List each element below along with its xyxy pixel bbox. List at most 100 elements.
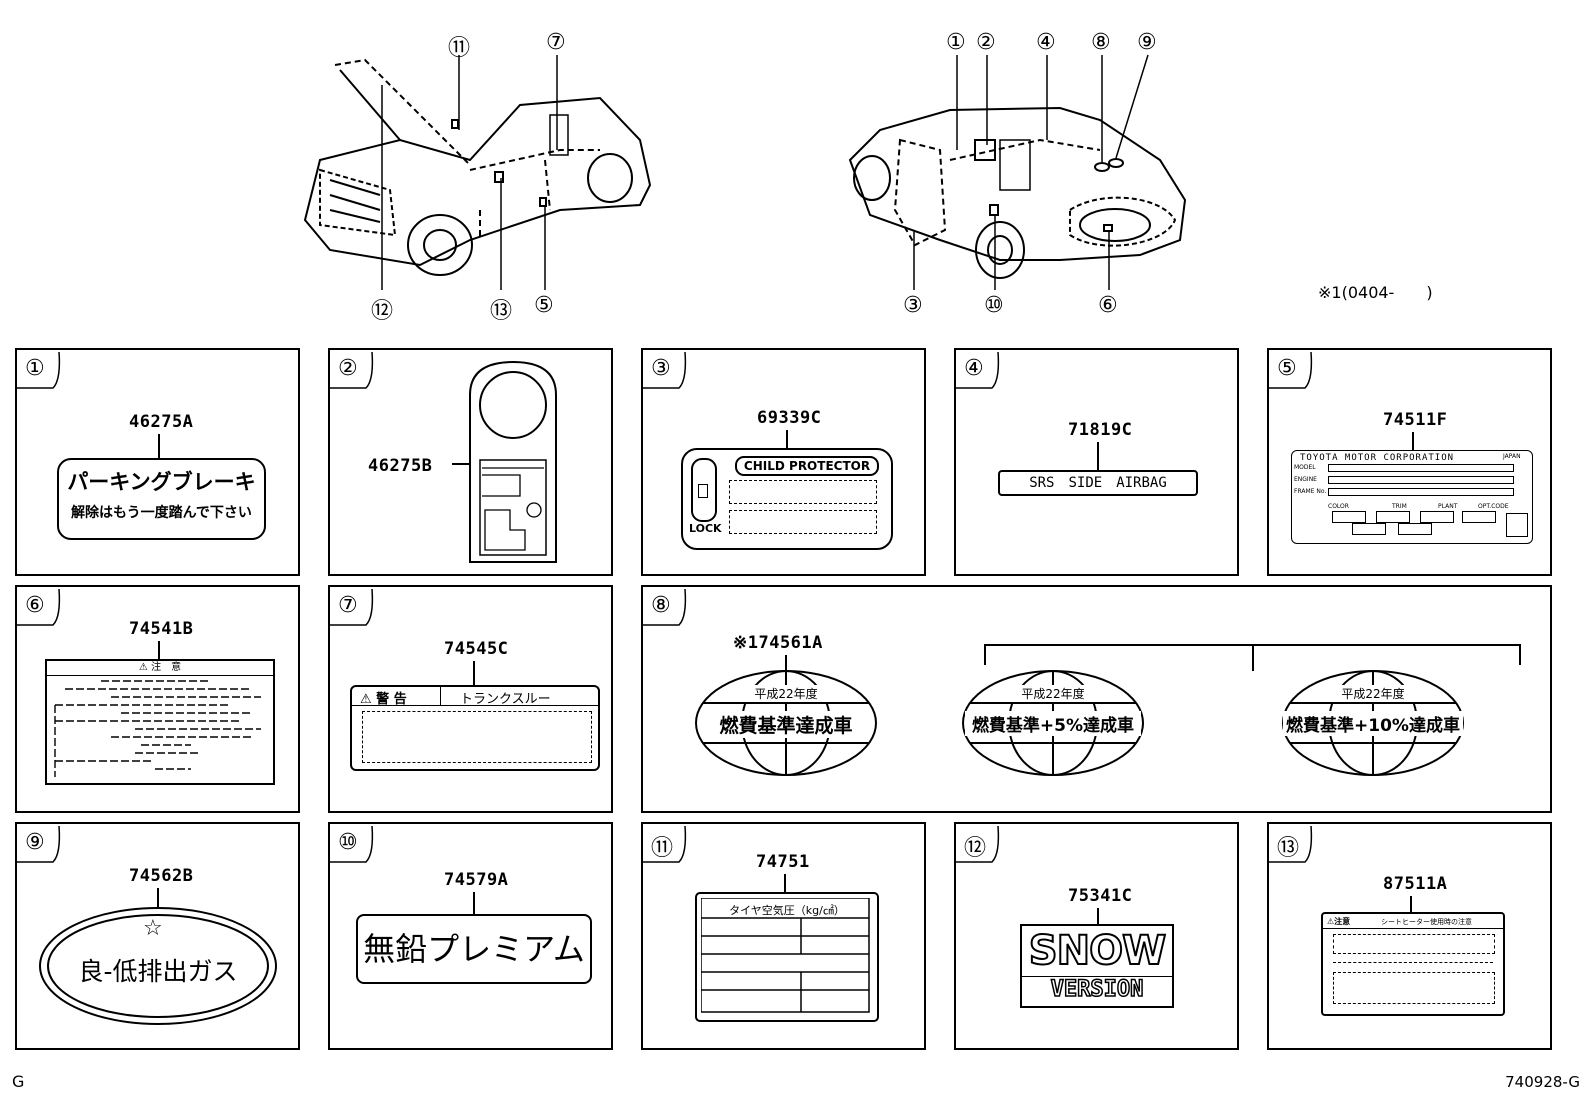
trunk-through-warning-sticker: ⚠ 警 告 トランクスルー bbox=[350, 685, 600, 771]
callout-12: ⑫ bbox=[371, 299, 394, 324]
part-number: 87511A bbox=[1383, 874, 1448, 894]
label-cell-8: ⑧ ※174561A 平成22年度 燃費基準達成車 平成22年度 燃費基準+5%… bbox=[641, 585, 1552, 813]
caution-heading: ⚠ 注 意 bbox=[47, 661, 273, 676]
callout-13: ⑬ bbox=[490, 299, 513, 324]
label-cell-7: ⑦ 74545C ⚠ 警 告 トランクスルー bbox=[328, 585, 613, 813]
globe-year-3: 平成22年度 bbox=[1328, 685, 1418, 702]
part-number: 46275A bbox=[129, 412, 194, 432]
cell-number: ⑩ bbox=[338, 830, 358, 855]
index-tab bbox=[17, 351, 61, 389]
tire-pressure-sticker: タイヤ空気圧（kg/㎠） bbox=[695, 892, 879, 1022]
low-emission-oval bbox=[39, 888, 277, 1025]
label-cell-4: ④ 71819C SRS SIDE AIRBAG bbox=[954, 348, 1239, 576]
srs-side-airbag-sticker: SRS SIDE AIRBAG bbox=[998, 470, 1198, 496]
hang-tag-drawing bbox=[452, 360, 557, 563]
seat-heater-text: シートヒーター使用時の注意 bbox=[1381, 918, 1472, 926]
cell-number: ③ bbox=[651, 356, 671, 381]
plate-trim: TRIM bbox=[1392, 503, 1407, 510]
footer-diagram-id: 740928-G bbox=[1505, 1073, 1580, 1091]
callout-11: ⑪ bbox=[448, 36, 471, 61]
part-number: 74511F bbox=[1383, 410, 1448, 430]
index-tab bbox=[643, 351, 687, 389]
globe-year-2: 平成22年度 bbox=[1008, 685, 1098, 702]
index-tab bbox=[956, 825, 1000, 863]
index-tab bbox=[956, 351, 1000, 389]
cell-number: ⑫ bbox=[964, 836, 987, 861]
vehicle-id-plate: TOYOTA MOTOR CORPORATION JAPAN MODEL ENG… bbox=[1291, 450, 1533, 544]
lock-text: LOCK bbox=[689, 522, 722, 535]
tire-pressure-heading: タイヤ空気圧（kg/㎠） bbox=[729, 904, 845, 917]
callout-8: ⑧ bbox=[1091, 30, 1111, 55]
label-cell-2: ② 46275B bbox=[328, 348, 613, 576]
child-protector-title: CHILD PROTECTOR bbox=[735, 456, 879, 476]
callout-7: ⑦ bbox=[546, 30, 566, 55]
rear-car-drawing bbox=[848, 106, 1187, 279]
callout-4: ④ bbox=[1036, 30, 1056, 55]
part-number: 74541B bbox=[129, 619, 194, 639]
parking-brake-sticker: パーキングブレーキ 解除はもう一度踏んで下さい bbox=[57, 458, 266, 540]
callout-3: ③ bbox=[903, 293, 923, 318]
version-text: VERSION bbox=[1022, 976, 1172, 1003]
label-cell-6: ⑥ 74541B ⚠ 注 意 bbox=[15, 585, 300, 813]
globe-year-1: 平成22年度 bbox=[741, 685, 831, 702]
callout-1: ① bbox=[946, 30, 966, 55]
low-emission-text: 良-低排出ガス bbox=[78, 957, 238, 986]
callout-2: ② bbox=[976, 30, 996, 55]
label-cell-5: ⑤ 74511F TOYOTA MOTOR CORPORATION JAPAN … bbox=[1267, 348, 1552, 576]
callout-9: ⑨ bbox=[1137, 30, 1157, 55]
plate-maker: TOYOTA MOTOR CORPORATION bbox=[1300, 453, 1455, 463]
plate-color: COLOR bbox=[1328, 503, 1349, 510]
cell-number: ⑬ bbox=[1277, 836, 1300, 861]
unleaded-premium-sticker: 無鉛プレミアム bbox=[356, 914, 592, 984]
applicability-note: ※1(0404- ) bbox=[1318, 283, 1433, 302]
part-number: 74545C bbox=[444, 639, 509, 659]
cell-number: ⑤ bbox=[1277, 356, 1297, 381]
plate-opt-code: OPT.CODE bbox=[1478, 503, 1509, 510]
index-tab bbox=[1269, 825, 1313, 863]
callout-6: ⑥ bbox=[1098, 293, 1118, 318]
cell-number: ⑦ bbox=[338, 593, 358, 618]
star-icon: ☆ bbox=[143, 916, 163, 941]
sticker-line-2: 解除はもう一度踏んで下さい bbox=[71, 505, 252, 521]
label-cell-12: ⑫ 75341C SNOW VERSION bbox=[954, 822, 1239, 1050]
snow-version-sticker: SNOW VERSION bbox=[1020, 924, 1174, 1008]
part-number: 69339C bbox=[757, 408, 822, 428]
index-tab bbox=[330, 825, 374, 863]
child-protector-sticker: CHILD PROTECTOR LOCK bbox=[681, 448, 893, 550]
cell-number: ⑪ bbox=[651, 836, 674, 861]
cell-number: ⑥ bbox=[25, 593, 45, 618]
label-cell-11: ⑪ 74751 タイヤ空気圧（kg/㎠） bbox=[641, 822, 926, 1050]
car-illustrations bbox=[303, 54, 1187, 290]
label-cell-9: ⑨ 74562B ☆ 良-低排出ガス bbox=[15, 822, 300, 1050]
part-number: 71819C bbox=[1068, 420, 1133, 440]
label-cell-13: ⑬ 87511A ⚠注意 シートヒーター使用時の注意 bbox=[1267, 822, 1552, 1050]
snow-text: SNOW bbox=[1028, 927, 1167, 975]
label-cell-1: ① 46275A パーキングブレーキ 解除はもう一度踏んで下さい bbox=[15, 348, 300, 576]
caution-sticker-trunk: ⚠ 注 意 bbox=[45, 659, 275, 785]
part-number: 74751 bbox=[756, 852, 810, 872]
plate-plant: PLANT bbox=[1438, 503, 1458, 510]
plate-origin: JAPAN bbox=[1503, 453, 1521, 460]
callout-5: ⑤ bbox=[534, 293, 554, 318]
cell-number: ⑨ bbox=[25, 830, 45, 855]
index-tab bbox=[643, 825, 687, 863]
cell-number: ② bbox=[338, 356, 358, 381]
globe-text-plus5: 燃費基準+5%達成車 bbox=[965, 711, 1141, 736]
index-tab bbox=[17, 588, 61, 626]
part-number: 74562B bbox=[129, 866, 194, 886]
warning-heading: ⚠ 警 告 bbox=[360, 692, 407, 707]
front-car-drawing bbox=[303, 58, 652, 276]
part-number: 74579A bbox=[444, 870, 509, 890]
part-number: 46275B bbox=[368, 456, 433, 476]
cell-number: ① bbox=[25, 356, 45, 381]
callout-10: ⑩ bbox=[984, 293, 1004, 318]
footer-left-code: G bbox=[12, 1072, 25, 1091]
plate-model: MODEL bbox=[1294, 464, 1316, 471]
plate-frame: FRAME No. bbox=[1294, 488, 1327, 495]
index-tab bbox=[17, 825, 61, 863]
index-tab bbox=[643, 588, 687, 626]
trunk-through-text: トランクスルー bbox=[460, 692, 551, 707]
globe-text-standard: 燃費基準達成車 bbox=[701, 711, 871, 738]
label-cell-10: ⑩ 74579A 無鉛プレミアム bbox=[328, 822, 613, 1050]
